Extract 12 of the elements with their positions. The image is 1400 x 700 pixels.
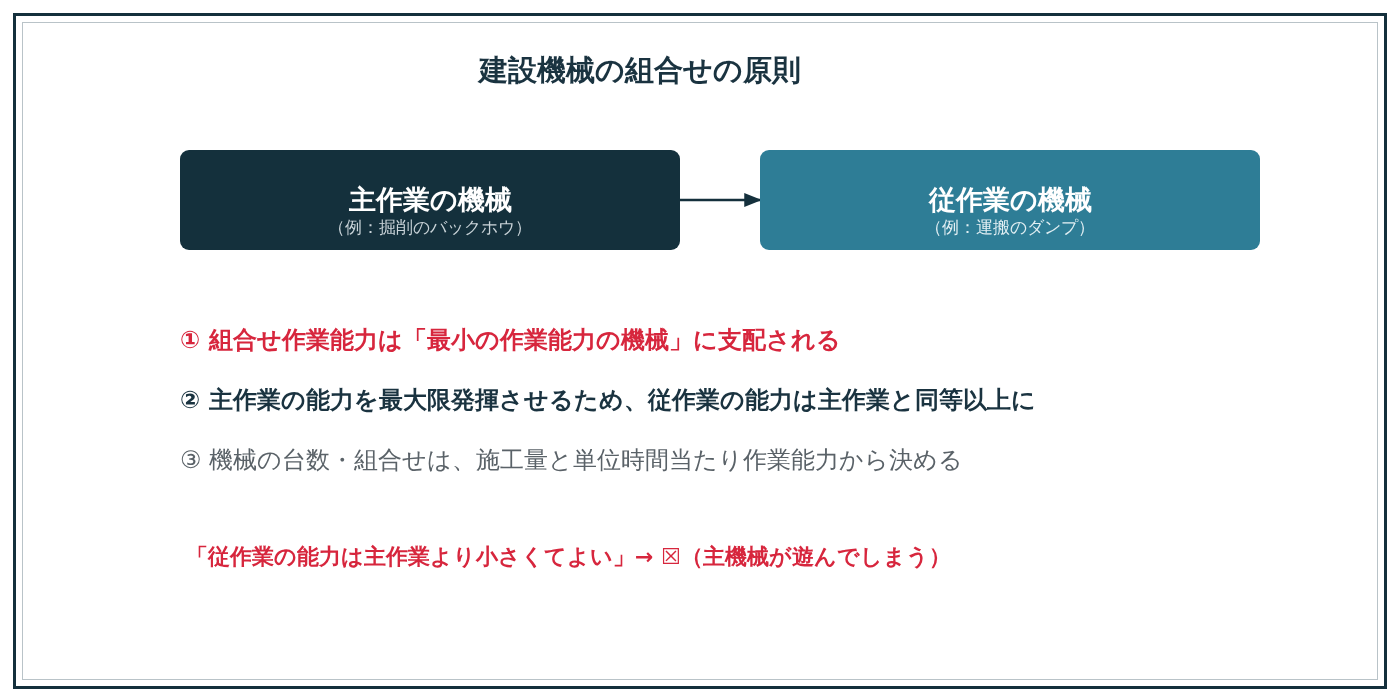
principle-text: ② 主作業の能力を最大限発揮させるため、従作業の能力は主作業と同等以上に	[180, 385, 1036, 417]
node-title: 従作業の機械	[928, 184, 1092, 217]
diagram-title: 建設機械の組合せの原則	[476, 52, 802, 89]
node-title: 主作業の機械	[348, 184, 512, 217]
arrow	[680, 193, 762, 207]
process-box	[760, 150, 1260, 250]
warning-note: 「従作業の能力は主作業より小さくてよい」→ ☒（主機械が遊んでしまう）	[186, 542, 951, 571]
principle-text: ③ 機械の台数・組合せは、施工量と単位時間当たり作業能力から決める	[180, 445, 964, 477]
principle-text: ① 組合せ作業能力は「最小の作業能力の機械」に支配される	[180, 325, 841, 357]
node-subtitle: （例：運搬のダンプ）	[925, 216, 1095, 238]
node-subtitle: （例：掘削のバックホウ）	[328, 216, 532, 238]
process-box	[180, 150, 680, 250]
